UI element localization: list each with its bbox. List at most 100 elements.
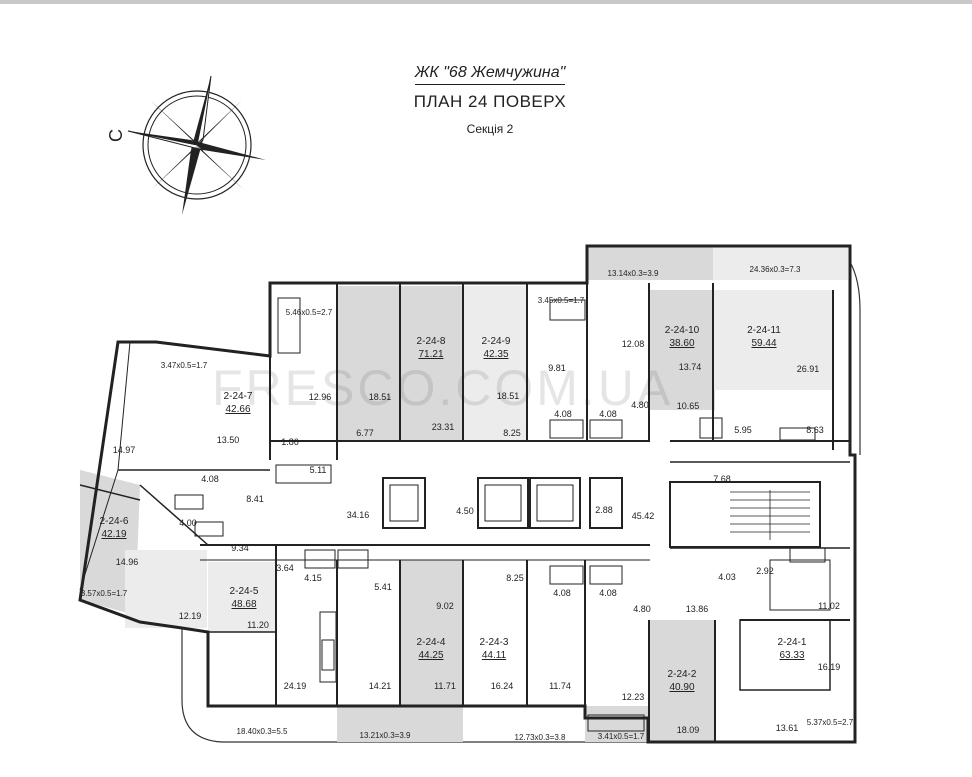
apartment-area: 38.60 — [669, 338, 694, 349]
north-letter: С — [106, 129, 126, 142]
apartment-area: 71.21 — [418, 349, 443, 360]
balcony-labels: 3.47x0.5=1.7 5.46x0.5=2.7 3.45x0.5=1.7 1… — [81, 265, 854, 742]
room-area: 18.51 — [369, 392, 392, 402]
apartment-labels: 2-24-1 63.33 2-24-2 40.90 2-24-3 44.11 2… — [100, 325, 807, 693]
room-area: 8.25 — [503, 428, 521, 438]
project-title: ЖК "68 Жемчужина" — [414, 64, 566, 85]
elevator-shafts — [382, 477, 623, 529]
room-area: 4.08 — [553, 588, 571, 598]
room-area: 6.77 — [356, 428, 374, 438]
room-area: 4.08 — [599, 409, 617, 419]
room-area: 4.50 — [456, 506, 474, 516]
room-area: 11.20 — [247, 620, 269, 630]
balcony-area: 3.57x0.5=1.7 — [81, 589, 128, 598]
title-block: ЖК "68 Жемчужина" ПЛАН 24 ПОВЕРХ Секція … — [340, 64, 640, 136]
room-area: 9.81 — [548, 363, 566, 373]
apartment-id: 2-24-11 — [747, 325, 781, 336]
apartment-area: 48.68 — [231, 599, 256, 610]
room-area: 13.50 — [217, 435, 240, 445]
balcony-area: 24.36x0.3=7.3 — [750, 265, 801, 274]
watermark: FRESCO.COM.UA — [212, 360, 673, 416]
room-area: 4.08 — [554, 409, 572, 419]
apartment-id: 2-24-5 — [230, 586, 259, 597]
shaded-units — [80, 246, 848, 742]
room-area: 10.65 — [677, 401, 700, 411]
room-area: 7.68 — [713, 474, 731, 484]
room-area: 5.41 — [374, 582, 392, 592]
staircase — [730, 490, 810, 540]
room-area: 8.25 — [506, 573, 524, 583]
room-area-labels: 14.97 13.50 12.96 18.51 23.31 18.51 12.0… — [113, 339, 841, 735]
room-area: 11.02 — [818, 601, 840, 611]
fixtures — [174, 297, 826, 732]
room-area: 23.31 — [432, 422, 455, 432]
room-area: 34.16 — [347, 510, 370, 520]
balcony-area: 3.47x0.5=1.7 — [161, 361, 208, 370]
balcony-area: 5.46x0.5=2.7 — [286, 308, 333, 317]
room-area: 14.21 — [369, 681, 392, 691]
room-area: 4.08 — [201, 474, 219, 484]
balcony-area: 3.45x0.5=1.7 — [538, 296, 585, 305]
room-area: 18.51 — [497, 391, 520, 401]
room-area: 12.23 — [622, 692, 645, 702]
compass-rose-icon: С — [106, 75, 266, 215]
room-area: 5.11 — [310, 465, 327, 475]
room-area: 12.08 — [622, 339, 645, 349]
room-area: 2.88 — [595, 505, 613, 515]
apartment-id: 2-24-1 — [778, 637, 807, 648]
room-area: 26.91 — [797, 364, 820, 374]
room-area: 4.80 — [631, 400, 649, 410]
room-area: 4.08 — [599, 588, 617, 598]
apartment-area: 42.66 — [225, 404, 250, 415]
apartment-id: 2-24-9 — [482, 336, 511, 347]
balcony-area: 3.41x0.5=1.7 — [598, 732, 645, 741]
room-area: 13.61 — [776, 723, 799, 733]
apartment-area: 44.11 — [482, 650, 507, 661]
room-area: 14.96 — [116, 557, 139, 567]
balcony-area: 12.73x0.3=3.8 — [515, 733, 566, 742]
apartment-id: 2-24-6 — [100, 516, 129, 527]
room-area: 1.86 — [281, 437, 299, 447]
room-area: 24.19 — [284, 681, 307, 691]
apartment-area: 42.35 — [483, 349, 508, 360]
room-area: 11.71 — [434, 681, 456, 691]
room-area: 4.00 — [179, 518, 197, 528]
apartment-id: 2-24-7 — [224, 391, 253, 402]
apartment-area: 44.25 — [418, 650, 443, 661]
apartment-id: 2-24-8 — [417, 336, 446, 347]
room-area: 3.64 — [276, 563, 294, 573]
apartment-area: 59.44 — [751, 338, 776, 349]
room-area: 2.92 — [756, 566, 774, 576]
room-area: 14.97 — [113, 445, 136, 455]
building-walls — [78, 244, 857, 744]
room-area: 5.95 — [734, 425, 752, 435]
room-area: 4.15 — [304, 573, 322, 583]
balcony-area: 18.40x0.3=5.5 — [237, 727, 288, 736]
room-area: 9.02 — [436, 601, 454, 611]
balcony-area: 13.21x0.3=3.9 — [360, 731, 411, 740]
apartment-id: 2-24-10 — [665, 325, 700, 336]
apartment-id: 2-24-3 — [480, 637, 509, 648]
top-edge-bar — [0, 0, 972, 4]
room-area: 9.34 — [231, 543, 249, 553]
section-label: Секція 2 — [466, 122, 514, 136]
apartment-area: 63.33 — [779, 650, 804, 661]
room-area: 11.74 — [549, 681, 571, 691]
apartment-area: 42.19 — [101, 529, 126, 540]
apartment-id: 2-24-4 — [417, 637, 446, 648]
room-area: 12.96 — [309, 392, 332, 402]
room-area: 13.86 — [686, 604, 709, 614]
room-area: 45.42 — [632, 511, 655, 521]
floor-plan-title: ПЛАН 24 ПОВЕРХ — [413, 92, 567, 111]
apartment-area: 40.90 — [669, 682, 694, 693]
room-area: 8.63 — [806, 425, 824, 435]
room-area: 16.19 — [818, 662, 841, 672]
room-area: 13.74 — [679, 362, 702, 372]
room-area: 16.24 — [491, 681, 514, 691]
room-area: 4.80 — [633, 604, 651, 614]
room-area: 8.41 — [246, 494, 264, 504]
room-area: 12.19 — [179, 611, 202, 621]
balcony-area: 5.37x0.5=2.7 — [807, 718, 854, 727]
room-area: 18.09 — [677, 725, 700, 735]
